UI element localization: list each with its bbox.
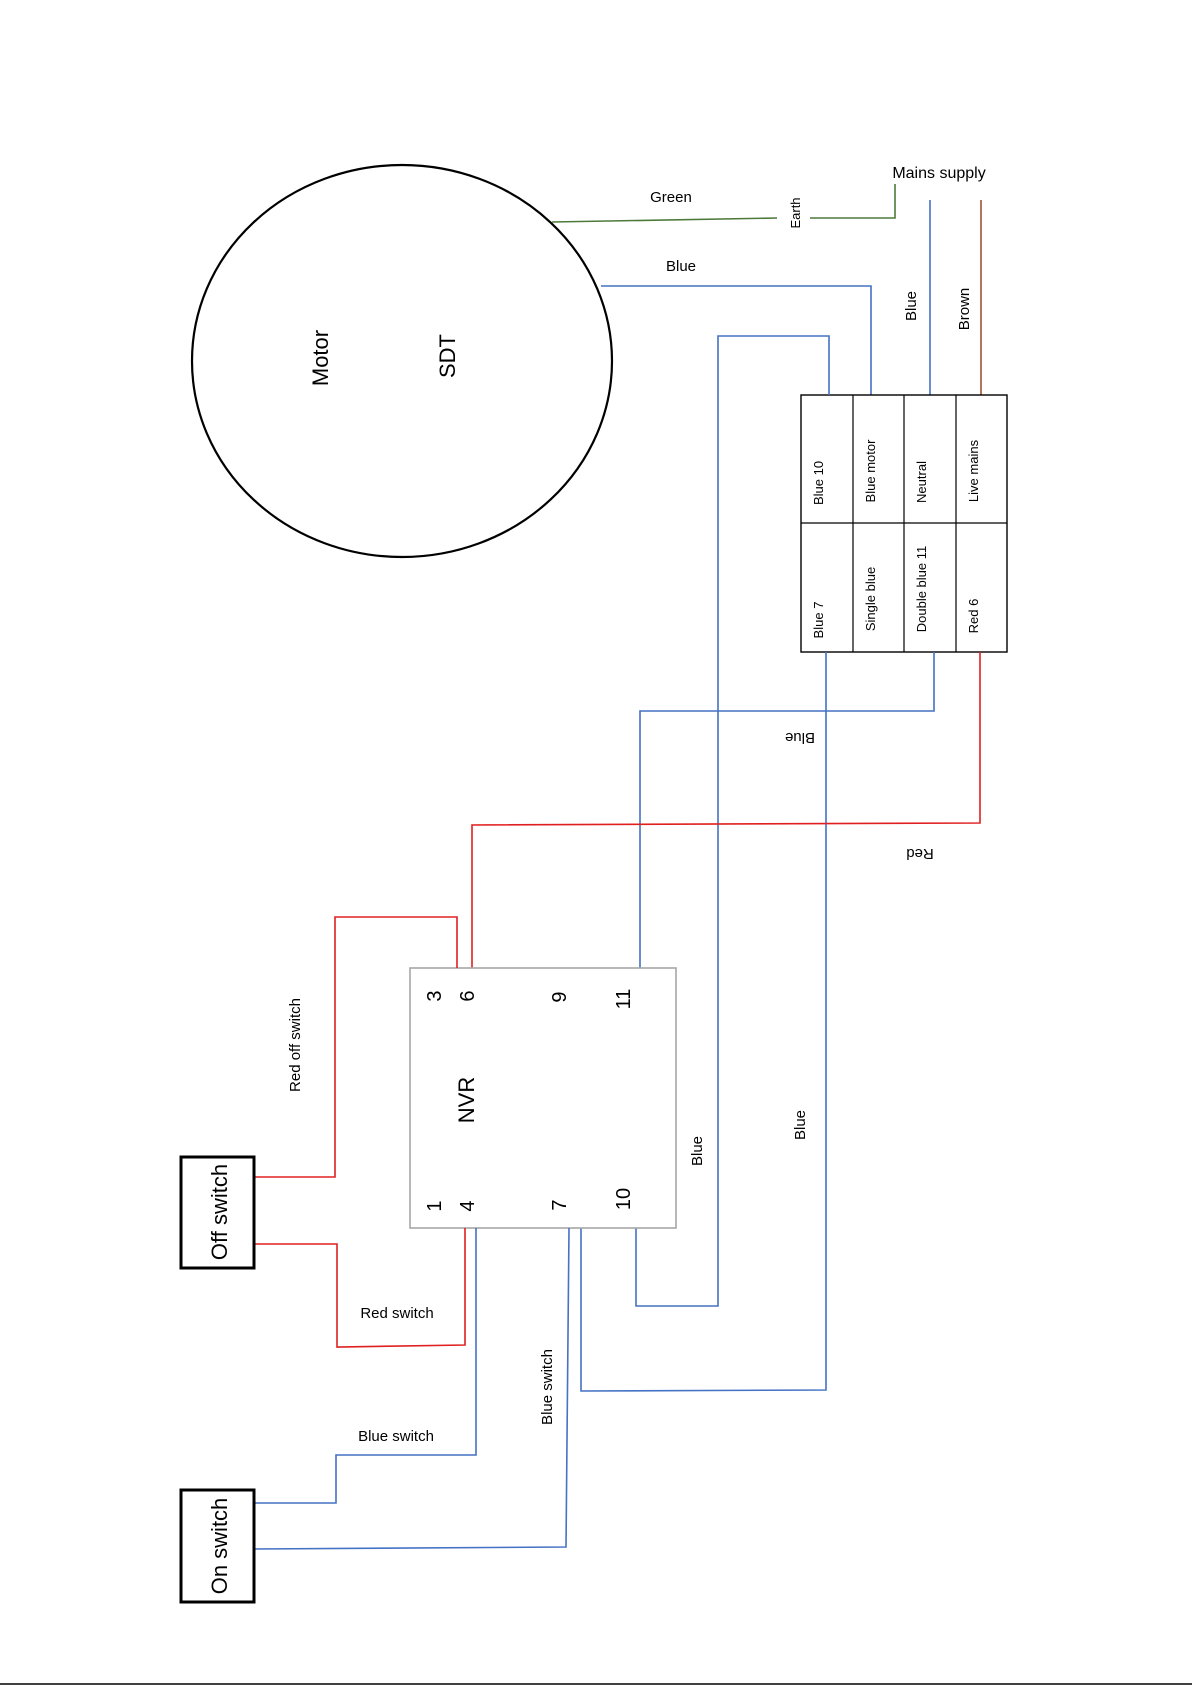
terminal-block: Blue 10 Blue motor Neutral Live mains Bl… [801,395,1007,652]
blue-motor-wire [601,286,871,395]
motor-sdt-label: SDT [435,334,460,378]
green-earth-wire [552,218,777,222]
blue-nvr10-label: Blue [689,1136,706,1166]
mains-supply-label: Mains supply [892,165,985,182]
on-switch-label: On switch [207,1498,232,1595]
off-switch-label: Off switch [207,1164,232,1260]
nvr-terminal-10: 10 [613,1188,635,1210]
terminal-red-6: Red 6 [966,599,981,634]
motor-circle [192,165,612,557]
green-earth-wire-mains [810,184,895,218]
nvr-terminal-3: 3 [424,990,446,1001]
terminal-blue-7: Blue 7 [811,602,826,639]
motor-label: Motor [308,330,333,386]
red-switch-wire [254,1228,465,1347]
nvr-terminal-9: 9 [549,991,571,1002]
nvr-terminal-11: 11 [613,989,635,1010]
blue-motor-label: Blue [666,258,696,275]
blue-switch-2-label: Blue switch [539,1349,556,1425]
red-switch-label: Red switch [360,1305,433,1322]
blue-nvr7-label: Blue [792,1110,809,1140]
blue-switch-wire [254,1228,476,1503]
earth-label: Earth [788,197,803,228]
nvr-terminal-7: 7 [549,1199,571,1210]
terminal-blue-motor: Blue motor [863,439,878,503]
blue-wire-terminal11-to-nvr11 [640,652,934,968]
blue-switch-wire-2 [254,1228,569,1549]
red-wire-terminal6-to-nvr6 [472,652,980,968]
red-off-switch-label: Red off switch [287,998,304,1092]
terminal-blue-10: Blue 10 [811,461,826,505]
nvr-box [410,968,676,1228]
terminal-single-blue: Single blue [863,567,878,631]
mains-blue-label: Blue [903,291,920,321]
nvr-terminal-4: 4 [457,1200,479,1211]
nvr-terminal-6: 6 [457,990,479,1001]
green-wire-label: Green [650,189,692,206]
nvr-terminal-1: 1 [424,1200,446,1211]
terminal-double-blue-11: Double blue 11 [914,546,929,633]
blue-upside-label: Blue [785,729,815,746]
blue-switch-label: Blue switch [358,1428,434,1445]
terminal-neutral: Neutral [914,461,929,503]
mains-brown-label: Brown [956,288,973,331]
nvr-label: NVR [454,1077,479,1123]
terminal-live-mains: Live mains [966,439,981,502]
red-upside-label: Red [906,845,934,862]
